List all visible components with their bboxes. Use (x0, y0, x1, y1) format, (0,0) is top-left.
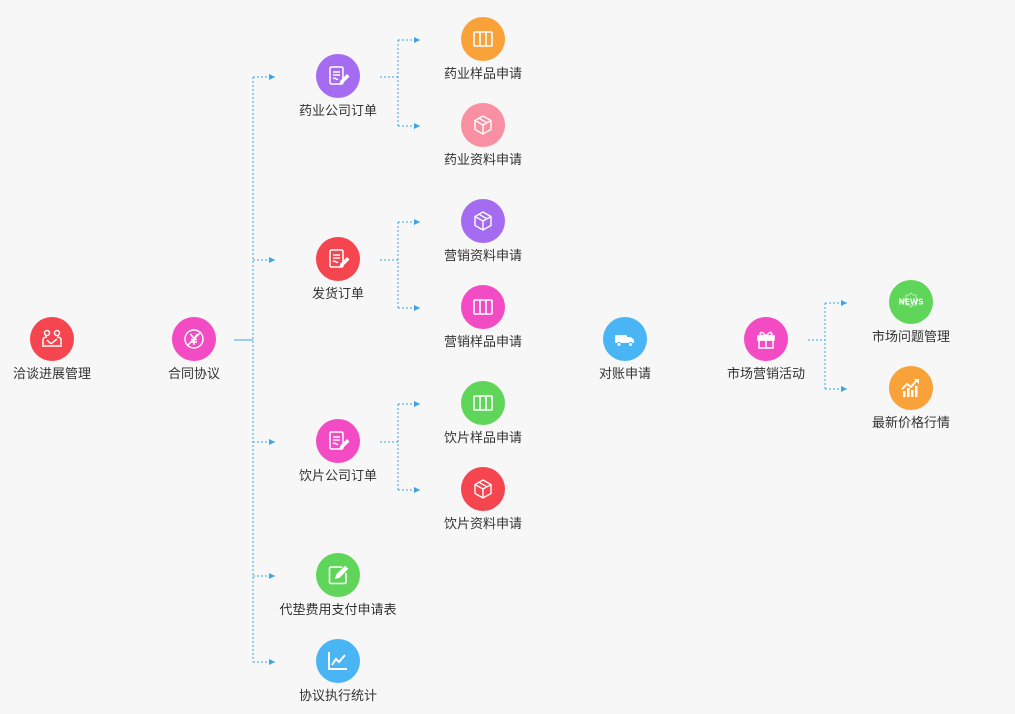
pharma-order-label: 药业公司订单 (298, 104, 377, 119)
grid-box-icon (473, 31, 493, 47)
grid-box-icon (473, 299, 493, 315)
yen-stamp-icon (184, 329, 204, 349)
node-agreement-stats[interactable]: 协议执行统计 (278, 639, 398, 705)
node-decoction-material-request[interactable]: 饮片资料申请 (423, 467, 543, 533)
pencil-edit-icon (328, 565, 349, 585)
pharma-sample-label: 药业样品申请 (443, 67, 522, 82)
document-edit-icon (329, 249, 350, 268)
news-icon: NEWS (898, 292, 924, 308)
document-edit-icon (329, 431, 350, 450)
node-contract-agreement[interactable]: 合同协议 (144, 317, 244, 383)
node-advance-payment[interactable]: 代垫费用支付申请表 (268, 553, 408, 619)
cube-icon (474, 479, 492, 499)
market-issue-label: 市场问题管理 (871, 330, 950, 345)
node-negotiation-progress[interactable]: 洽谈进展管理 (2, 317, 102, 383)
market-activity-circle (744, 317, 788, 361)
node-marketing-material-request[interactable]: 营销资料申请 (423, 199, 543, 265)
decoction-sample-label: 饮片样品申请 (443, 431, 522, 446)
trend-chart-icon (901, 379, 919, 397)
pharma-material-circle (461, 103, 505, 147)
marketing-material-label: 营销资料申请 (443, 249, 522, 264)
grid-box-icon (473, 395, 493, 411)
decoction-order-label: 饮片公司订单 (298, 469, 377, 484)
pharma-sample-circle (461, 17, 505, 61)
negotiation-circle (30, 317, 74, 361)
pharma-material-label: 药业资料申请 (443, 153, 522, 168)
negotiation-label: 洽谈进展管理 (12, 367, 91, 382)
decoction-material-label: 饮片资料申请 (443, 517, 522, 532)
market-issue-circle: NEWS (889, 280, 933, 324)
advance-payment-circle (316, 553, 360, 597)
decoction-order-circle (316, 419, 360, 463)
agreement-stats-circle (316, 639, 360, 683)
market-activity-label: 市场营销活动 (726, 367, 805, 382)
cube-icon (474, 211, 492, 231)
reconciliation-circle (603, 317, 647, 361)
contract-circle (172, 317, 216, 361)
node-pharma-company-order[interactable]: 药业公司订单 (278, 54, 398, 120)
latest-price-label: 最新价格行情 (871, 416, 950, 431)
node-ship-order[interactable]: 发货订单 (278, 237, 398, 303)
node-decoction-sample-request[interactable]: 饮片样品申请 (423, 381, 543, 447)
node-pharma-material-request[interactable]: 药业资料申请 (423, 103, 543, 169)
decoction-material-circle (461, 467, 505, 511)
line-chart-icon (328, 652, 347, 670)
marketing-material-circle (461, 199, 505, 243)
node-marketing-sample-request[interactable]: 营销样品申请 (423, 285, 543, 351)
gift-icon (757, 331, 775, 349)
truck-icon (615, 335, 634, 347)
handshake-icon (42, 329, 62, 347)
node-market-activity[interactable]: 市场营销活动 (716, 317, 816, 383)
node-market-issue-management[interactable]: NEWS 市场问题管理 (851, 280, 971, 346)
svg-text:NEWS: NEWS (898, 298, 923, 307)
node-decoction-company-order[interactable]: 饮片公司订单 (278, 419, 398, 485)
latest-price-circle (889, 366, 933, 410)
contract-label: 合同协议 (167, 367, 220, 382)
marketing-sample-circle (461, 285, 505, 329)
marketing-sample-label: 营销样品申请 (443, 335, 522, 350)
decoction-sample-circle (461, 381, 505, 425)
ship-order-circle (316, 237, 360, 281)
ship-order-label: 发货订单 (311, 287, 364, 302)
node-pharma-sample-request[interactable]: 药业样品申请 (423, 17, 543, 83)
agreement-stats-label: 协议执行统计 (298, 689, 377, 704)
pharma-order-circle (316, 54, 360, 98)
node-reconciliation-request[interactable]: 对账申请 (575, 317, 675, 383)
advance-payment-label: 代垫费用支付申请表 (279, 603, 397, 618)
node-latest-price[interactable]: 最新价格行情 (851, 366, 971, 432)
document-edit-icon (329, 66, 350, 85)
reconciliation-label: 对账申请 (598, 367, 651, 382)
cube-icon (474, 115, 492, 135)
